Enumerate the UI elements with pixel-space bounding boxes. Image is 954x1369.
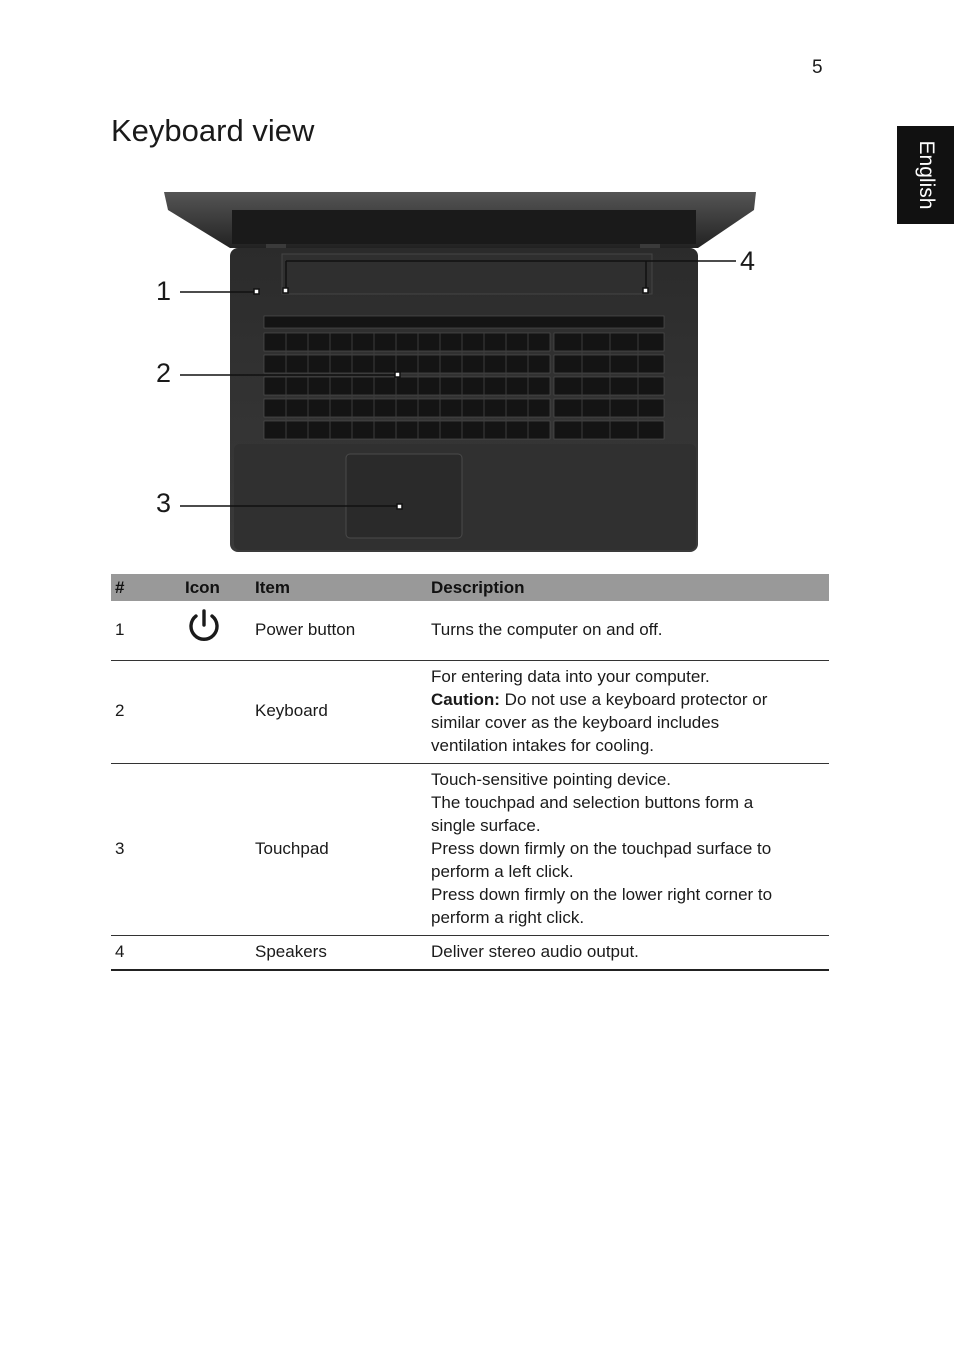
row-item: Power button <box>251 601 427 661</box>
components-table: # Icon Item Description 1 Power button T… <box>111 574 829 971</box>
row-item: Keyboard <box>251 660 427 764</box>
row-item: Touchpad <box>251 763 427 936</box>
row-item: Speakers <box>251 935 427 971</box>
row-num: 2 <box>111 660 181 764</box>
touchpad-surface <box>345 453 463 539</box>
table-header-row: # Icon Item Description <box>111 574 829 601</box>
callout-2: 2 <box>156 358 172 388</box>
laptop-illustration <box>164 192 756 552</box>
row-description: Touch-sensitive pointing device. The tou… <box>427 763 829 936</box>
language-tab: English <box>897 126 954 224</box>
laptop-keyboard-figure: 1 2 3 4 <box>150 188 770 560</box>
header-description: Description <box>427 574 829 601</box>
screen-bezel <box>232 210 696 244</box>
row-icon-cell <box>181 763 251 936</box>
row-description: For entering data into your computer. Ca… <box>427 660 829 764</box>
page-number: 5 <box>812 57 823 78</box>
table-row: 1 Power button Turns the computer on and… <box>111 601 829 661</box>
header-icon: Icon <box>181 574 251 601</box>
callout-4: 4 <box>740 246 756 276</box>
key-grid-lines <box>285 333 639 439</box>
row-description: Deliver stereo audio output. <box>427 935 829 971</box>
table-row: 2 Keyboard For entering data into your c… <box>111 660 829 764</box>
callout-3: 3 <box>156 488 172 518</box>
palm-rest <box>234 444 696 550</box>
power-icon <box>189 609 219 642</box>
speaker-grille <box>281 253 653 295</box>
row-description: Turns the computer on and off. <box>427 601 829 661</box>
row-num: 4 <box>111 935 181 971</box>
header-num: # <box>111 574 181 601</box>
row-num: 1 <box>111 601 181 661</box>
page-title: Keyboard view <box>111 113 315 148</box>
caution-label: Caution: <box>431 689 500 709</box>
row-icon-cell <box>181 660 251 764</box>
table-row: 4 Speakers Deliver stereo audio output. <box>111 935 829 971</box>
row-icon-cell <box>181 601 251 661</box>
callout-1: 1 <box>156 276 172 306</box>
row-icon-cell <box>181 935 251 971</box>
table-row: 3 Touchpad Touch-sensitive pointing devi… <box>111 763 829 936</box>
caution-line: Caution: Do not use a keyboard protector… <box>431 689 768 709</box>
header-item: Item <box>251 574 427 601</box>
callout-leaders <box>180 260 736 510</box>
row-num: 3 <box>111 763 181 936</box>
